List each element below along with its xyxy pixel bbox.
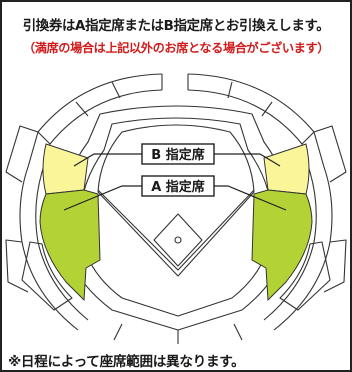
a-seat-label: A 指定席: [151, 179, 205, 195]
outfield: [97, 124, 255, 277]
infield-diamond: [153, 213, 203, 267]
b-leader-left: [73, 153, 142, 167]
seat-map: B 指定席 A 指定席: [5, 73, 347, 344]
a-label-box: [141, 175, 215, 197]
schedule-note: ※日程によって座席範囲は異なります。: [8, 354, 245, 370]
a-seat-section-right: [251, 189, 313, 302]
b-leader-right: [214, 153, 281, 167]
exchange-info-title: 引換券はA指定席またはB指定席とお引換えします。: [22, 19, 330, 34]
upper-deck-left: [19, 73, 163, 331]
full-seat-notice: （満席の場合は上記以外のお席となる場合がございます）: [22, 41, 330, 55]
upper-deck-right: [187, 73, 333, 331]
b-seat-label: B 指定席: [151, 147, 204, 163]
pitcher-mound: [174, 236, 182, 244]
a-leader-left: [63, 185, 142, 211]
a-seat-section-left: [39, 189, 101, 302]
upper-deck-right-inner: [187, 89, 317, 321]
a-leader-right: [214, 185, 287, 211]
upper-deck-left-inner: [35, 89, 163, 321]
b-label-box: [141, 143, 215, 165]
